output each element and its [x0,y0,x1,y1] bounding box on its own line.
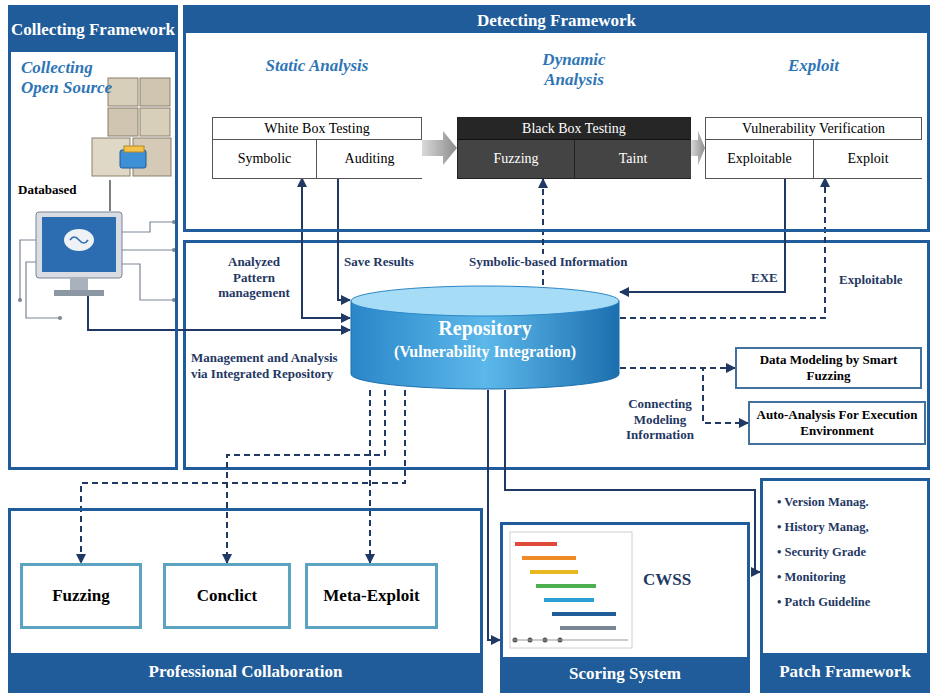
box-label: Exploit [847,151,888,167]
node-text: Exploit [706,56,921,76]
flow-arrow [691,131,705,165]
box-label: Symbolic [238,151,292,167]
analysis-box: Exploit Vulnerability VerificationExploit… [705,117,922,179]
flow-arrow [422,131,457,165]
node-text: Repository [350,317,620,340]
dashed-connector [620,178,825,318]
repository-cylinder: Repository (Vulnerability Integration) [350,285,620,390]
connector [338,178,350,300]
dashed-connector [81,390,405,563]
connector [505,390,760,572]
node-text: • Monitoring [777,570,927,585]
analysis-cell: Auditing [316,140,422,178]
framework-panel: Professional Collaboration Fuzzing Conclic… [8,508,483,693]
tool-box: Conclict [163,563,291,629]
node-text: (Vulnerability Integration) [350,343,620,361]
node-text: Detecting Framework [186,8,927,33]
node-text: Collecting Open Source [21,58,125,99]
analysis-box: Static AnalysisWhite Box TestingSymbolic… [212,117,422,179]
edge-label: Exploitable [838,272,923,288]
box-label: Data Modeling by Smart Fuzzing [742,352,915,383]
dashed-connector [227,390,385,563]
framework-panel: CWSS Scoring System [500,522,750,693]
computer-icon [18,212,176,320]
box-label: Auditing [345,151,395,167]
node-text: White Box Testing [213,118,421,140]
analysis-box: Dynamic AnalysisBlack Box TestingFuzzing… [457,117,691,179]
dashed-connector [369,390,371,563]
framework-panel: Detecting FrameworkStatic AnalysisWhite … [183,5,930,232]
node-text: Professional Collaboration [11,653,480,690]
connector [488,390,500,640]
analysis-cell: Exploit [813,140,922,178]
edge-label: Connecting Modeling Information [621,396,699,443]
process-box: Auto-Analysis For Execution Environment [748,401,926,445]
node-text: Databased [18,182,108,198]
connector-line [109,180,111,211]
connector [620,178,785,292]
node-text: • Version Manag. [777,495,927,510]
edge-label: Symbolic-based Information [468,254,668,270]
edge-label: EXE [750,270,782,286]
edge-label: Management and Analysis via Integrated R… [190,350,340,381]
repository-panel [185,242,929,469]
node-text: Static Analysis [193,56,441,76]
analysis-cell: Symbolic [212,140,316,178]
node-text: • Patch Guideline [777,595,927,610]
dashed-connector [620,367,735,369]
box-label: Fuzzing [52,586,110,606]
node-text: Vulnerability Verification [706,118,921,140]
box-label: Exploitable [727,151,792,167]
connector [178,329,350,331]
analysis-cell: Exploitable [705,140,813,178]
edge-label: Save Results [343,254,438,270]
scoring-chart [510,532,632,648]
connector [302,178,350,318]
tool-box: Fuzzing [20,563,142,629]
node-text: Patch Framework [763,653,927,690]
node-text: • History Manag, [777,520,927,535]
node-text: Scoring System [503,657,747,690]
process-box: Data Modeling by Smart Fuzzing [735,347,922,389]
node-text: Collecting Framework [11,8,175,52]
tool-box: Meta-Exploit [305,563,438,629]
framework-panel: Collecting FrameworkCollecting Open Sour… [8,5,178,470]
node-text: Dynamic Analysis [524,50,624,91]
analysis-cell: Fuzzing [457,140,574,178]
box-label: Taint [619,151,648,167]
framework-panel: • Version Manag. • History Manag, • Securi… [760,478,930,693]
node-text: CWSS [643,570,743,590]
box-label: Auto-Analysis For Execution Environment [755,407,919,438]
edge-label: Analyzed Pattern management [210,254,298,301]
box-label: Fuzzing [493,151,538,167]
box-label: Meta-Exploit [323,586,419,606]
node-text: Black Box Testing [458,118,690,140]
connector-line [88,296,176,330]
box-label: Conclict [197,586,257,606]
node-text: • Security Grade [777,545,927,560]
analysis-cell: Taint [574,140,691,178]
